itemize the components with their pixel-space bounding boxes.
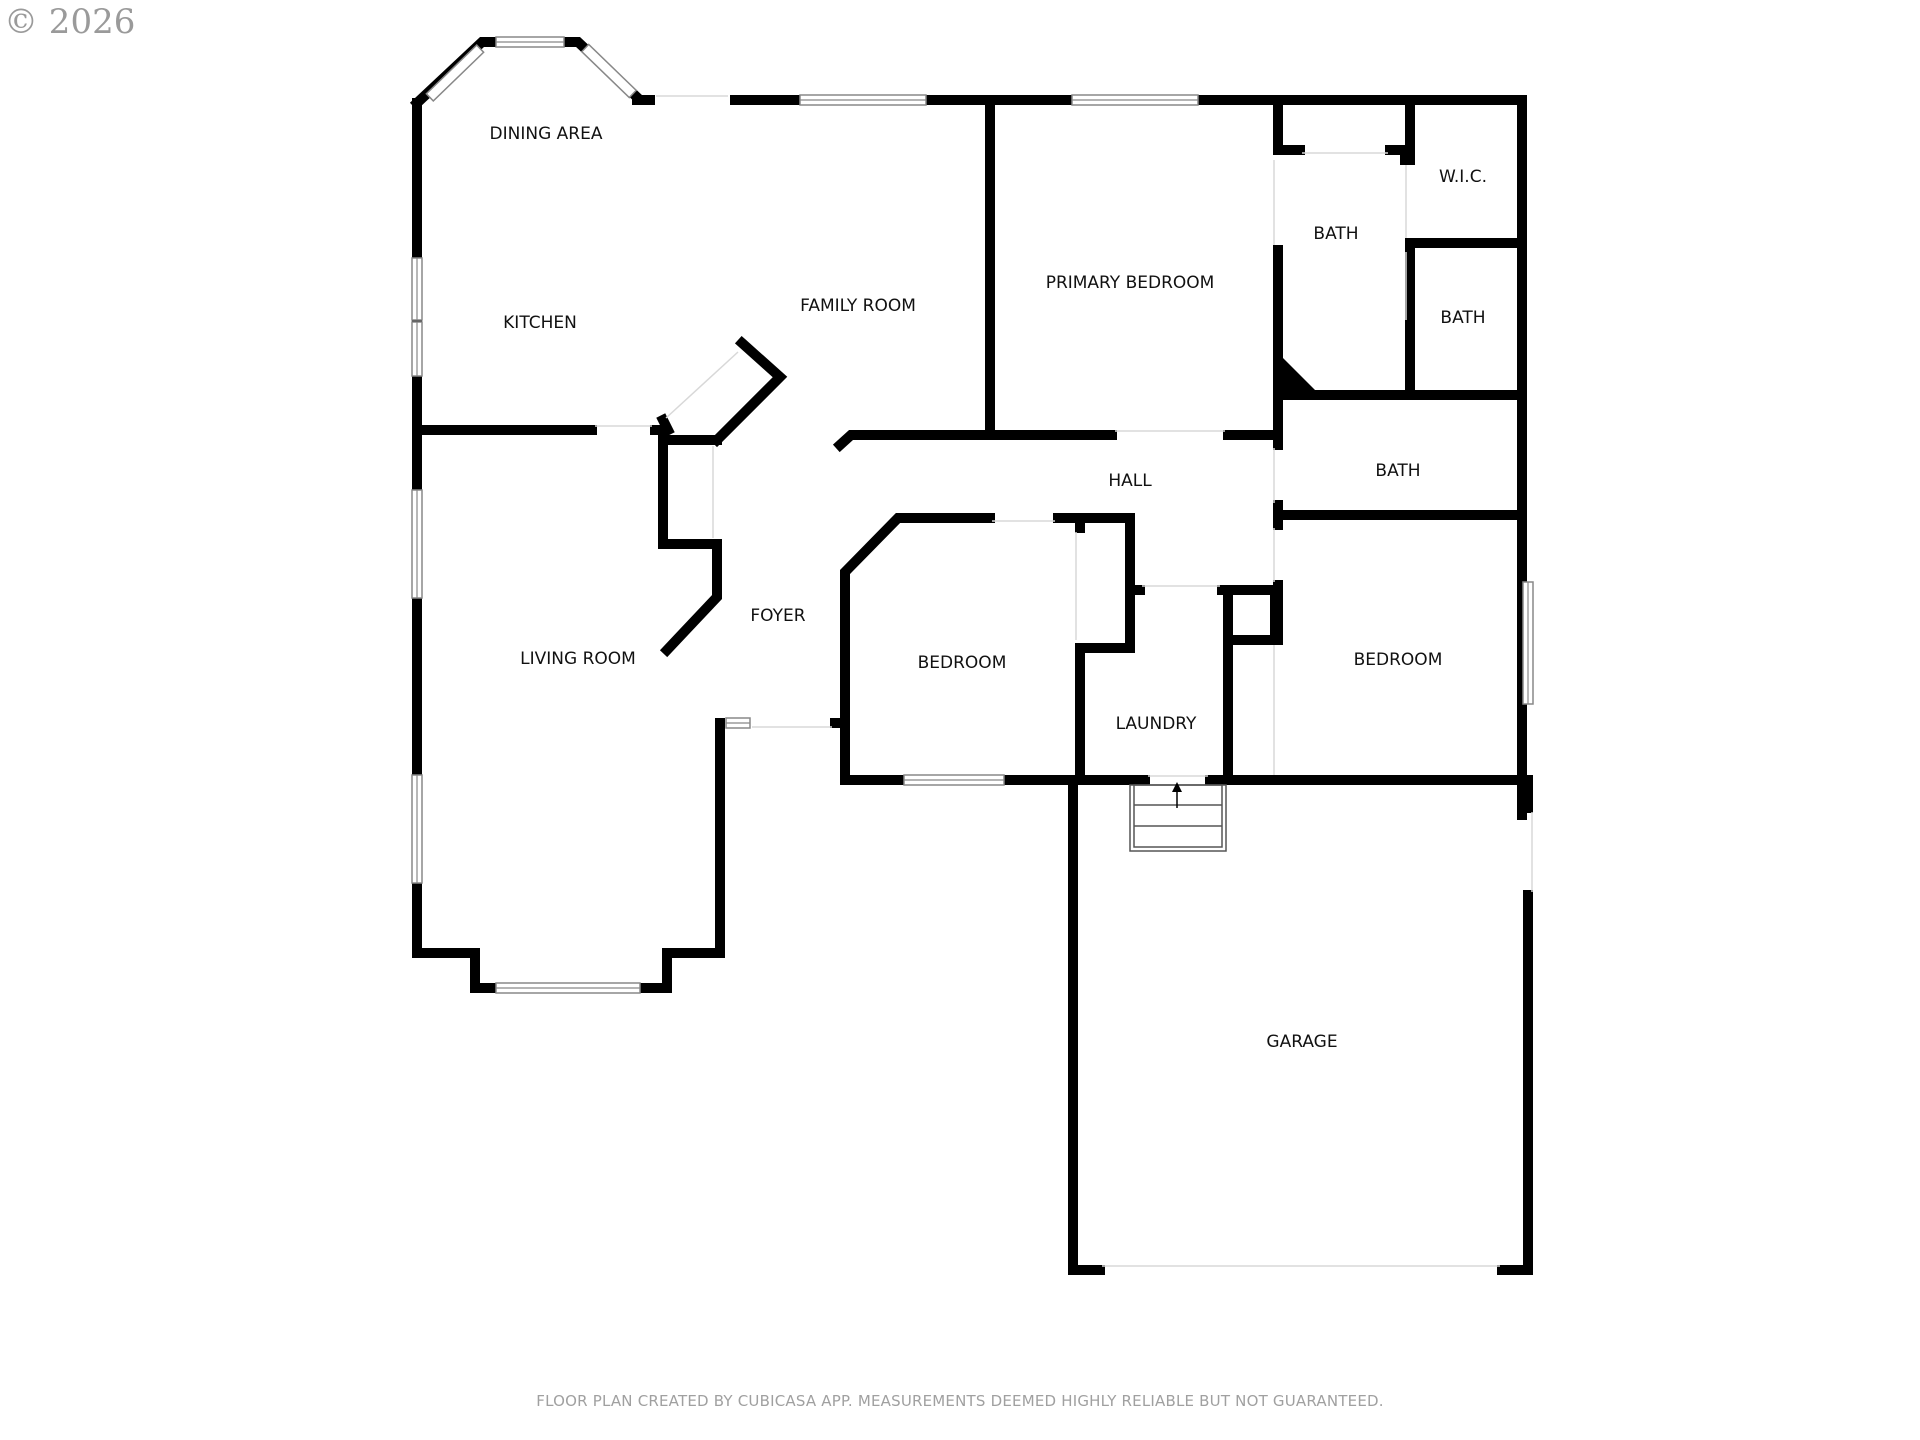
wall-bedroom-left-top-right [1053, 513, 1135, 780]
window-dining-bay-left [425, 44, 485, 102]
label-kitchen: KITCHEN [503, 313, 577, 333]
windows [411, 36, 1534, 994]
footer-disclaimer: FLOOR PLAN CREATED BY CUBICASA APP. MEAS… [536, 1392, 1384, 1410]
label-wic: W.I.C. [1439, 167, 1487, 187]
label-bath-hall: BATH [1375, 461, 1420, 481]
label-garage: GARAGE [1266, 1032, 1337, 1052]
window-kitchen-2 [411, 321, 423, 377]
label-bath-primary: BATH [1313, 224, 1358, 244]
window-foyer-sidelight [725, 717, 751, 729]
window-primary-bedroom [1071, 94, 1199, 106]
window-bedroom-right [1522, 581, 1534, 705]
label-primary-bedroom: PRIMARY BEDROOM [1046, 273, 1215, 293]
window-bedroom-left [903, 774, 1005, 786]
copyright-watermark: © 2026 [4, 2, 136, 42]
wall-laundry-right [1217, 585, 1233, 780]
label-bedroom-left: BEDROOM [918, 653, 1007, 673]
label-hall: HALL [1108, 471, 1152, 491]
label-bedroom-right: BEDROOM [1354, 650, 1443, 670]
window-kitchen-1 [411, 257, 423, 321]
label-dining-area: DINING AREA [490, 124, 603, 144]
garage-steps [1129, 782, 1227, 852]
label-family-room: FAMILY ROOM [800, 296, 916, 316]
wall-bedroom-left-outer [840, 513, 995, 728]
wall-hall-top-left [832, 430, 1117, 453]
wall-closet [658, 435, 722, 658]
label-bath-wic: BATH [1440, 308, 1485, 328]
door-openings [595, 95, 1533, 1267]
window-dining-bay-right [580, 43, 638, 99]
window-living-2 [411, 774, 423, 884]
wall-primary-bath-nook-right [1385, 145, 1410, 165]
window-dining-bay-top [495, 36, 565, 48]
wall-top-main [730, 95, 1527, 820]
window-living-bay [495, 982, 641, 994]
wall-bedroom-bottom [840, 718, 917, 785]
opening-pantry [665, 351, 739, 419]
walls [409, 37, 1533, 1275]
wall-pantry [709, 335, 788, 448]
wall-closet-top [656, 413, 675, 437]
wall-laundry-closet [1223, 585, 1280, 645]
bath-corner-fill [1283, 358, 1318, 393]
wall-garage-left [1068, 775, 1105, 1275]
window-family-room [799, 94, 927, 106]
label-foyer: FOYER [750, 606, 805, 626]
wall-primary-bath-nook [1273, 100, 1305, 155]
room-labels: DINING AREA KITCHEN FAMILY ROOM PRIMARY … [490, 124, 1487, 1052]
label-living-room: LIVING ROOM [520, 649, 636, 669]
wall-garage-right [1497, 890, 1533, 1275]
window-living-1 [411, 489, 423, 599]
label-laundry: LAUNDRY [1116, 714, 1197, 734]
